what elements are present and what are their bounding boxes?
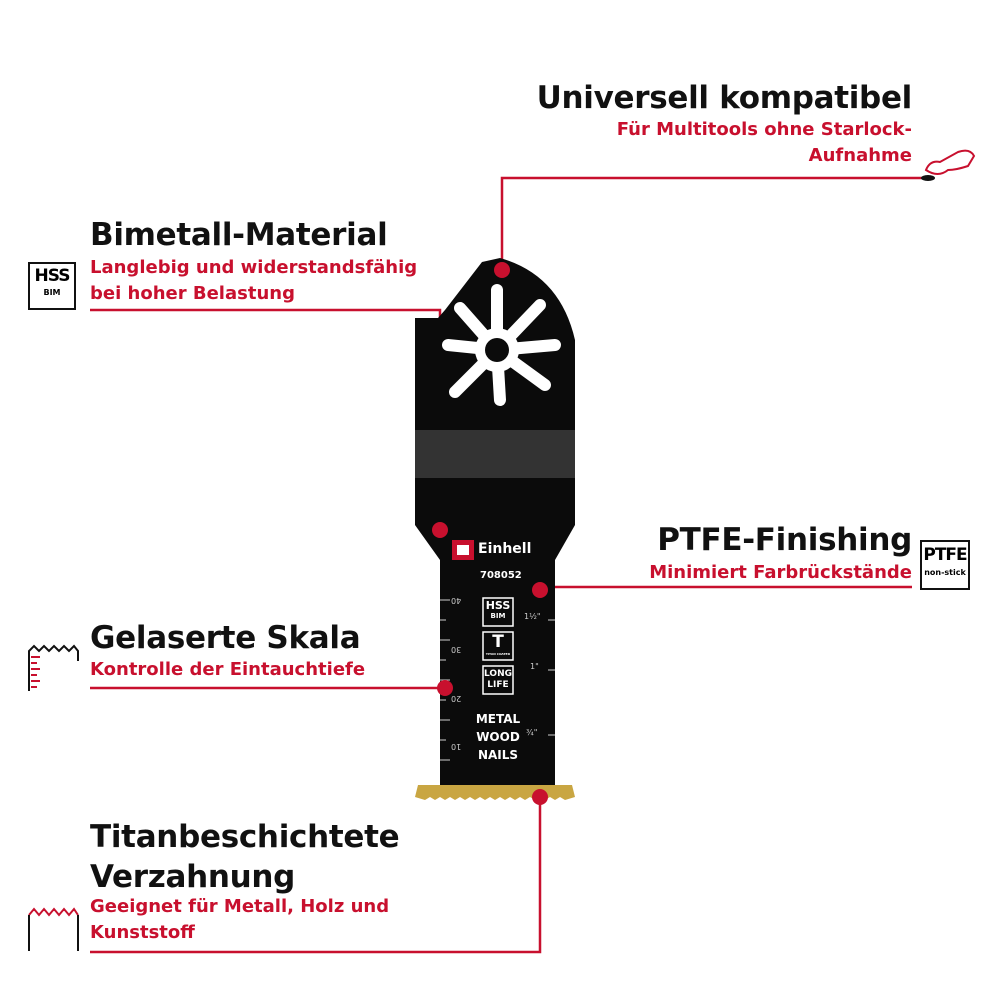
titanium-teeth bbox=[415, 785, 575, 800]
star-mount-holes bbox=[442, 284, 561, 406]
scale-icon bbox=[28, 644, 79, 691]
feature-title-bimetal: Bimetall-Material bbox=[90, 217, 388, 253]
callout-line-bimetal bbox=[90, 308, 442, 530]
callout-dots bbox=[432, 262, 548, 805]
teeth-icon bbox=[28, 907, 79, 951]
scale-mark-inch: 1½" bbox=[524, 612, 541, 621]
scale-mark: 20 bbox=[451, 694, 462, 703]
feature-title-scale: Gelaserte Skala bbox=[90, 620, 361, 656]
blade-mount-icon bbox=[921, 149, 976, 181]
callout-line-ptfe bbox=[538, 585, 912, 590]
feature-subtitle-scale: Kontrolle der Eintauchtiefe bbox=[90, 659, 366, 680]
feature-title-ptfe: PTFE-Finishing bbox=[657, 522, 912, 558]
ptfe-icon: PTFE non-stick bbox=[920, 540, 970, 590]
depth-scale-ticks bbox=[440, 599, 555, 761]
blade-band bbox=[415, 430, 575, 478]
feature-subtitle-ptfe: Minimiert Farbrückstände bbox=[649, 562, 912, 583]
scale-mark: 40 bbox=[451, 596, 462, 605]
scale-mark-inch: ¾" bbox=[526, 728, 538, 737]
blade-brand: Einhell bbox=[478, 541, 532, 557]
scale-mark: 30 bbox=[451, 645, 462, 654]
hss-bim-icon: HSS BIM bbox=[28, 262, 76, 310]
scale-mark: 10 bbox=[451, 742, 462, 751]
callout-line-teeth bbox=[90, 797, 542, 954]
feature-subtitle-universal: Für Multitools ohne Starlock-Aufnahme bbox=[616, 119, 912, 166]
callout-line-universal bbox=[500, 176, 930, 270]
feature-title-universal: Universell kompatibel bbox=[536, 80, 913, 116]
blade-model: 708052 bbox=[480, 570, 522, 581]
scale-mark-inch: 1" bbox=[530, 662, 539, 671]
